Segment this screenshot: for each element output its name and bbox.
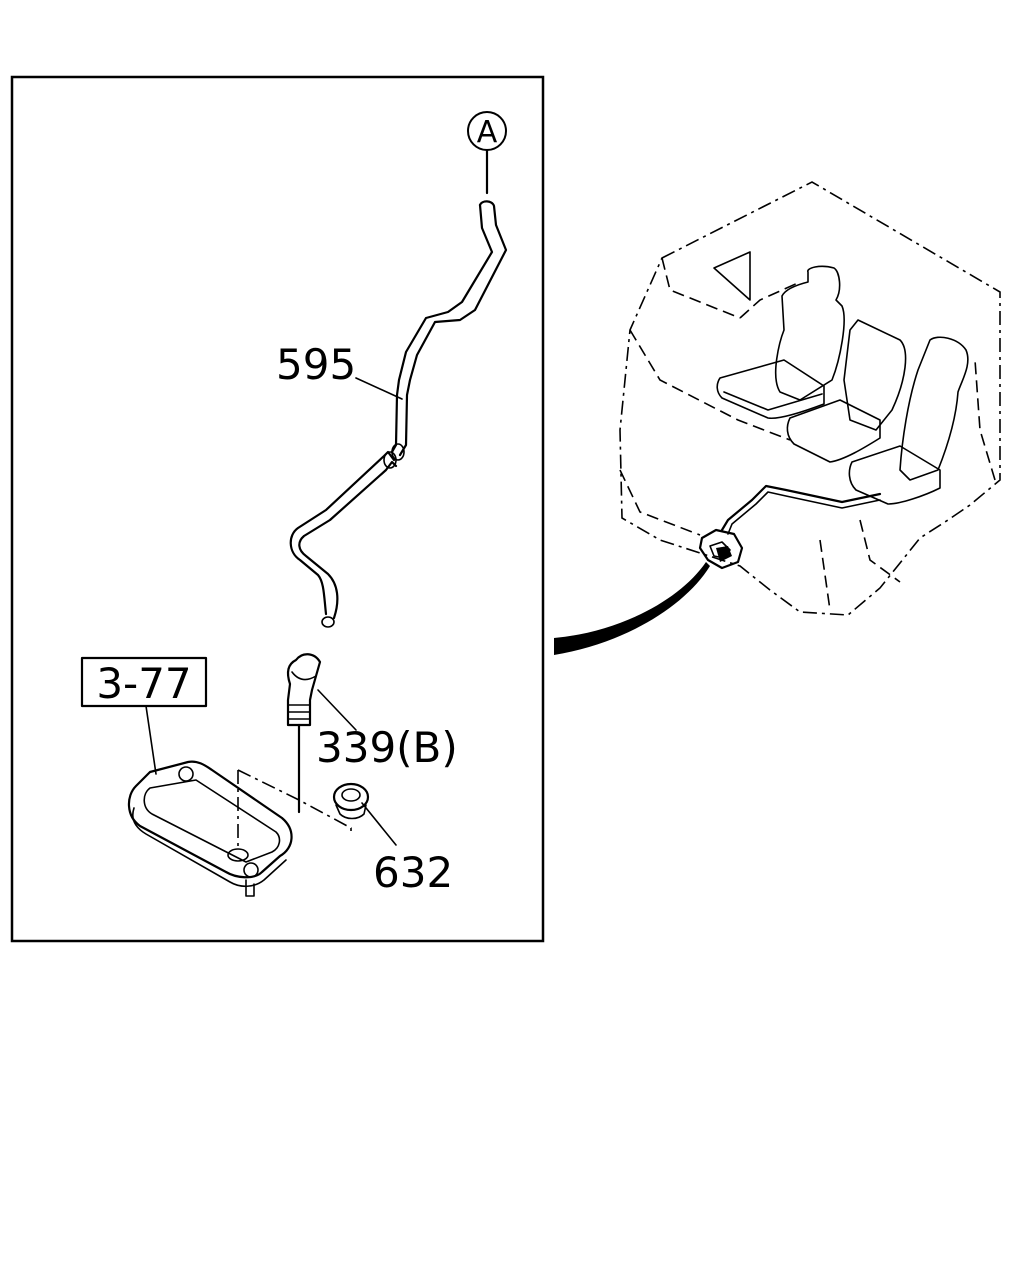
ref-3-77-box <box>80 656 208 708</box>
detail-frame <box>10 75 545 943</box>
part-339b-label: 339(B) <box>316 723 458 772</box>
reference-a-marker: A <box>467 111 507 195</box>
ref-3-77-label: 3-77 <box>96 659 191 708</box>
part-595-leader <box>355 377 403 400</box>
reference-a-label: A <box>477 115 498 150</box>
pointer-arrow <box>554 562 710 655</box>
tray-3-77 <box>127 760 293 897</box>
hose-595 <box>289 200 508 628</box>
grommet-632 <box>332 782 370 820</box>
part-595-label: 595 <box>276 340 356 389</box>
vehicle-cab-overview <box>619 181 1001 616</box>
part-339b-leader <box>317 689 357 731</box>
ref-3-77-leader <box>145 705 157 775</box>
part-632-leader <box>361 802 397 846</box>
elbow-339b <box>286 653 322 814</box>
part-632-label: 632 <box>373 848 453 897</box>
